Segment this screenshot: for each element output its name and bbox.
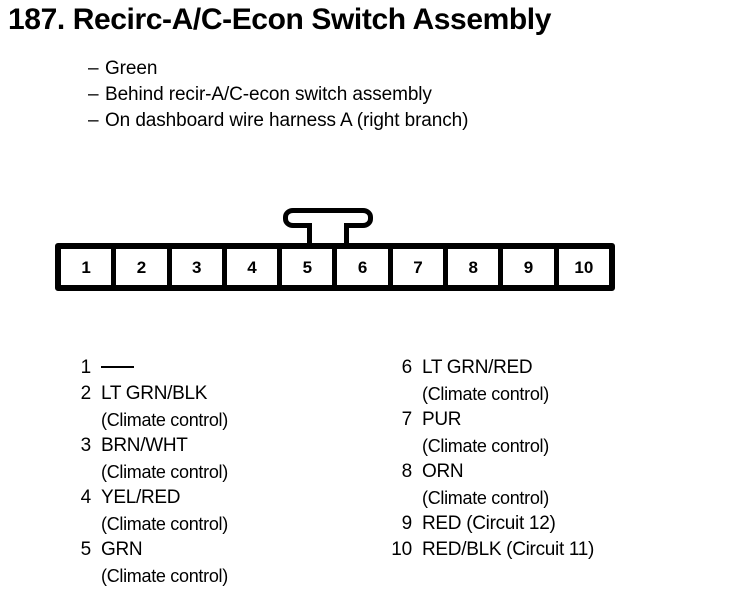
pin-wire-color: PUR [422,409,462,430]
connector-pin-cell: 1 [61,249,117,285]
pin-number: 5 [80,539,92,560]
page-title: 187. Recirc-A/C-Econ Switch Assembly [8,3,552,36]
pin-wire-color: BRN/WHT [101,435,188,456]
connector-pin-cell: 2 [116,249,172,285]
pin-list-item: 8 ORN (Climate control) [378,459,718,511]
note-item-label: Green [105,58,158,79]
pin-list-right-column: 6 LT GRN/RED (Climate control) 7 PUR (Cl… [378,355,718,563]
pin-circuit-note: (Climate control) [422,384,549,404]
connector-latch-neck-cover [312,221,344,229]
pin-wire-color: GRN [101,539,143,560]
pin-wire-color: ORN [422,461,464,482]
pin-list-item: 5 GRN (Climate control) [57,537,377,589]
pin-detail: LT GRN/BLK (Climate control) [91,381,377,433]
connector-pin-cell: 7 [393,249,449,285]
pin-number: 8 [401,461,413,482]
note-dash-icon: – [88,58,99,79]
pin-list-item: 2 LT GRN/BLK (Climate control) [57,381,377,433]
note-item: –Behind recir-A/C-econ switch assembly [88,82,708,108]
pin-list-left-column: 1 2 LT GRN/BLK (Climate control) 3 BRN/W… [57,355,377,589]
pin-detail: RED (Circuit 12) [412,511,718,537]
pin-wire-color: RED/BLK (Circuit 11) [422,539,595,560]
pin-circuit-note: (Climate control) [422,488,549,508]
pin-number: 10 [391,539,412,560]
connector-pin-cell: 4 [227,249,283,285]
pin-wire-color: LT GRN/BLK [101,383,208,404]
pin-wire-color: LT GRN/RED [422,357,533,378]
note-item-label: Behind recir-A/C-econ switch assembly [105,84,432,105]
pin-circuit-note: (Climate control) [101,566,228,586]
note-item: –On dashboard wire harness A (right bran… [88,108,708,134]
connector-pin-cell: 5 [282,249,338,285]
pin-detail: ORN (Climate control) [412,459,718,511]
pin-list-item: 1 [57,355,377,381]
pin-empty-dash-icon [101,366,134,368]
pin-circuit-note: (Climate control) [101,410,228,430]
pin-circuit-note: (Climate control) [101,462,228,482]
pin-number: 3 [80,435,92,456]
pin-detail: YEL/RED (Climate control) [91,485,377,537]
note-item-label: On dashboard wire harness A (right branc… [105,110,469,131]
pin-circuit-note: (Climate control) [101,514,228,534]
pin-detail: GRN (Climate control) [91,537,377,589]
pin-number: 2 [80,383,92,404]
pin-number: 9 [401,513,413,534]
pin-circuit-note: (Climate control) [422,436,549,456]
note-dash-icon: – [88,110,99,131]
pin-detail: BRN/WHT (Climate control) [91,433,377,485]
note-dash-icon: – [88,84,99,105]
pin-number: 7 [401,409,413,430]
pin-list-item: 7 PUR (Climate control) [378,407,718,459]
connector-diagram: 1 2 3 4 5 6 7 8 9 10 [55,205,615,295]
pin-list-item: 6 LT GRN/RED (Climate control) [378,355,718,407]
connector-pin-cell: 10 [574,257,594,277]
notes-list: –Green –Behind recir-A/C-econ switch ass… [88,56,708,134]
pin-detail: RED/BLK (Circuit 11) [412,537,718,563]
pin-wire-color: YEL/RED [101,487,181,508]
pin-list-item: 4 YEL/RED (Climate control) [57,485,377,537]
pin-detail: LT GRN/RED (Climate control) [412,355,718,407]
connector-pin-cell: 8 [448,249,504,285]
connector-pin-cell: 6 [337,249,393,285]
pin-list-item: 10 RED/BLK (Circuit 11) [378,537,718,563]
connector-body: 1 2 3 4 5 6 7 8 9 10 [55,243,615,291]
pin-number: 4 [80,487,92,508]
pin-detail: PUR (Climate control) [412,407,718,459]
pin-wire-color [101,355,377,381]
connector-pin-cell: 9 [503,249,559,285]
pin-number: 6 [401,357,413,378]
pin-assignment-list: 1 2 LT GRN/BLK (Climate control) 3 BRN/W… [0,355,752,612]
pin-wire-color: RED (Circuit 12) [422,513,556,534]
pin-detail [91,355,377,381]
pin-number: 1 [80,357,92,378]
pin-list-item: 9 RED (Circuit 12) [378,511,718,537]
note-item: –Green [88,56,708,82]
pin-list-item: 3 BRN/WHT (Climate control) [57,433,377,485]
connector-pin-cell: 3 [172,249,227,285]
